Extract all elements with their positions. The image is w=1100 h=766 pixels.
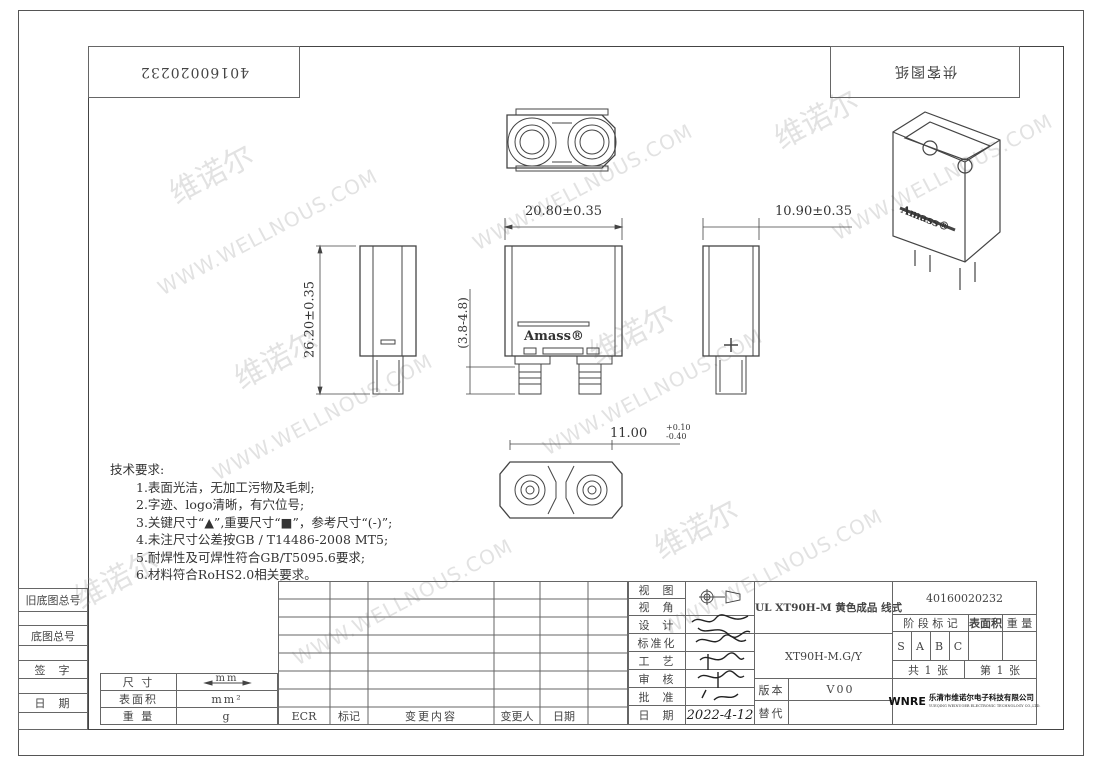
- stage-mark-label: 阶 段 标 记: [892, 614, 969, 632]
- isometric-view: [892, 111, 1001, 290]
- signature-label: 签 字: [18, 660, 88, 679]
- surface-area-label: 表面积: [968, 614, 1003, 632]
- design-label: 设 计: [628, 615, 686, 634]
- model-number: XT90H-M.G/Y: [754, 633, 893, 679]
- unit-mm: mm: [215, 673, 239, 684]
- front-view: [504, 245, 623, 395]
- version-label: 版本: [754, 678, 789, 701]
- version-value: V00: [788, 678, 893, 701]
- technical-requirements: 技术要求: 1.表面光洁，无加工污物及毛刺; 2.字迹、logo清晰，有穴位号;…: [110, 461, 392, 584]
- surface-area-value: [968, 631, 1003, 661]
- outer-frame: [18, 10, 1084, 756]
- company-block: WNRE 乐清市维诺尔电子科技有限公司 YUEQING WEINUOER ELE…: [888, 678, 1040, 725]
- dim-pin-length: (3.8-4.8): [456, 297, 470, 349]
- dim-depth: 10.90±0.35: [775, 204, 853, 219]
- approval-date: 2022-4-12: [685, 705, 755, 725]
- left-side-view: [359, 245, 417, 395]
- dim-pitch-value: 11.00: [610, 426, 648, 441]
- dim-height: 26.20±0.35: [302, 280, 318, 359]
- bottom-view: [499, 461, 623, 519]
- tech-item: 3.关键尺寸“▲”,重要尺寸“■”，参考尺寸“(-)”;: [136, 514, 393, 530]
- stage-a: A: [911, 631, 931, 661]
- dimension-lines: [316, 218, 852, 450]
- view-label: 视 图: [628, 581, 686, 599]
- old-base-number-value: [18, 611, 88, 626]
- change-header-mark: 标记: [338, 710, 360, 723]
- tech-item: 1.表面光洁，无加工污物及毛刺;: [136, 479, 315, 495]
- units-value: mm²: [176, 690, 278, 708]
- company-logo: WNRE: [888, 695, 926, 708]
- change-table-grid: [278, 581, 628, 725]
- top-view: [506, 108, 617, 172]
- weight-label: 重 量: [1002, 614, 1037, 632]
- change-header-ecr: ECR: [291, 709, 317, 723]
- weight-value: [1002, 631, 1037, 661]
- date-value: [18, 712, 88, 730]
- inner-frame: [88, 46, 1064, 730]
- dim-pitch-lower: -0.40: [666, 432, 687, 441]
- product-name: UL XT90H-M 黄色成品 线式: [754, 581, 902, 634]
- dim-width: 20.80±0.35: [525, 204, 603, 219]
- signature-value: [18, 678, 88, 694]
- units-label: 尺 寸: [100, 673, 177, 691]
- total-sheets: 共 1 张: [892, 660, 965, 679]
- brand-marking: Amass®: [524, 329, 584, 344]
- angle-label: 视 角: [628, 598, 686, 616]
- replace-value: [788, 700, 893, 725]
- customer-drawing-label: 供客图纸: [830, 46, 1020, 98]
- drawing-number: 40160020232: [892, 581, 1037, 615]
- tech-item: 2.字迹、logo清晰，有穴位号;: [136, 497, 305, 512]
- review-label: 审 核: [628, 669, 686, 688]
- replace-label: 替代: [754, 700, 789, 725]
- date-label: 日 期: [18, 693, 88, 713]
- old-base-number-label: 旧底图总号: [18, 588, 88, 612]
- process-label: 工 艺: [628, 651, 686, 670]
- stage-s: S: [892, 631, 912, 661]
- stage-c: C: [949, 631, 969, 661]
- mirrored-drawing-number: 40160020232: [88, 46, 300, 98]
- projection-cell: [685, 581, 755, 616]
- approve-label: 批 准: [628, 687, 686, 706]
- dim-pitch-upper: +0.10: [666, 423, 691, 432]
- date-label: 日 期: [628, 705, 686, 725]
- units-label: 表面积: [100, 690, 177, 708]
- company-name-en: YUEQING WEINUOER ELECTRONIC TECHNOLOGY C…: [928, 703, 1041, 708]
- dim-pitch: 11.00 +0.10 -0.40: [610, 423, 691, 441]
- change-header-date: 日期: [553, 710, 575, 723]
- change-header-person: 变更人: [500, 710, 534, 723]
- tech-item: 6.材料符合RoHS2.0相关要求。: [136, 567, 317, 582]
- tech-title: 技术要求:: [110, 462, 165, 477]
- units-value: mm: [176, 673, 278, 691]
- standardization-label: 标准化: [628, 633, 686, 652]
- base-number-value: [18, 645, 88, 661]
- change-table: ECR 标记 变更内容 变更人 日期: [278, 581, 628, 725]
- base-number-label: 底图总号: [18, 625, 88, 646]
- tech-item: 4.未注尺寸公差按GB / T14486-2008 MT5;: [136, 532, 389, 547]
- units-label: 重 量: [100, 707, 177, 725]
- sheet-number: 第 1 张: [964, 660, 1037, 679]
- tech-item: 5.耐焊性及可焊性符合GB/T5095.6要求;: [136, 549, 366, 565]
- company-name: 乐清市维诺尔电子科技有限公司: [928, 692, 1034, 702]
- change-header-content: 变更内容: [405, 710, 457, 723]
- units-value: g: [176, 707, 278, 725]
- projection-symbol-icon: [699, 589, 741, 605]
- stage-b: B: [930, 631, 950, 661]
- right-side-view: [702, 245, 760, 395]
- handwritten-signatures: [691, 614, 751, 701]
